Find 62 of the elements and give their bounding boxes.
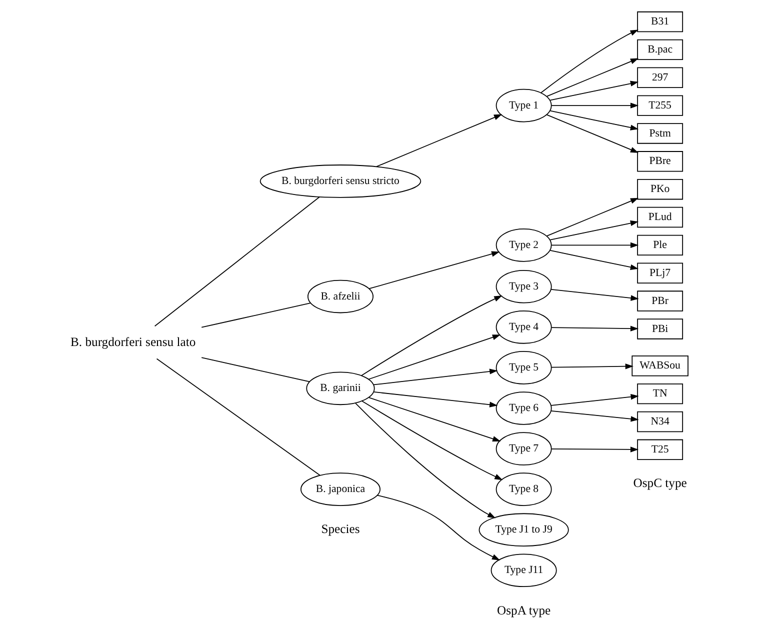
arrow	[546, 58, 639, 97]
node-text: B. burgdorferi sensu lato	[70, 334, 196, 349]
arrow	[551, 102, 639, 108]
connector	[201, 357, 310, 382]
node-box: TN	[637, 383, 684, 404]
arrow	[373, 368, 498, 386]
node-ellipse: Type 8	[496, 472, 552, 506]
arrow	[376, 114, 502, 168]
node-box: 297	[637, 67, 684, 88]
arrow	[550, 394, 639, 406]
node-box: Ple	[637, 234, 684, 256]
node-ellipse: Type 5	[496, 351, 552, 384]
connector	[201, 302, 311, 328]
node-ellipse: Type 3	[496, 270, 552, 304]
arrow	[361, 400, 503, 480]
arrow	[373, 392, 498, 408]
node-box: Pstm	[637, 123, 684, 144]
node-ellipse: Type 4	[496, 310, 552, 344]
node-box: PBi	[637, 318, 684, 340]
arrow	[551, 326, 639, 332]
arrow	[368, 397, 501, 442]
arrow	[550, 220, 639, 240]
arrow	[368, 251, 500, 290]
node-box: B31	[637, 11, 684, 32]
node-box: B.pac	[637, 39, 684, 60]
node-box: T25	[637, 439, 684, 460]
label: OspC type	[633, 476, 687, 490]
arrow	[550, 289, 639, 301]
node-ellipse: B. burgdorferi sensu stricto	[260, 164, 422, 198]
arrow	[550, 410, 639, 422]
arrow	[550, 250, 639, 270]
node-box: PBre	[637, 151, 684, 172]
connector	[154, 196, 320, 327]
arrow	[355, 402, 496, 518]
node-box: PBr	[637, 290, 684, 312]
node-ellipse: B. japonica	[300, 472, 380, 506]
node-ellipse: Type 2	[496, 228, 552, 262]
arrow	[551, 242, 639, 248]
node-box: T255	[637, 95, 684, 116]
node-ellipse: Type 7	[496, 432, 552, 466]
connector	[156, 358, 320, 476]
node-box: PLud	[637, 206, 684, 228]
arrow	[550, 80, 639, 101]
node-box: PLj7	[637, 262, 684, 284]
label: OspA type	[497, 603, 551, 618]
arrow	[551, 446, 639, 452]
node-box: PKo	[637, 178, 684, 200]
node-ellipse: B. garinii	[306, 372, 375, 406]
arrow	[546, 114, 639, 153]
arrow	[368, 334, 501, 380]
arrow	[540, 30, 638, 94]
node-box: WABSou	[632, 356, 688, 376]
arrow	[360, 295, 502, 376]
arrow	[550, 110, 639, 130]
label: Species	[321, 522, 360, 536]
arrow	[546, 198, 639, 236]
node-box: N34	[637, 411, 684, 432]
node-ellipse: Type 6	[496, 392, 552, 425]
node-ellipse: B. afzelii	[307, 280, 374, 314]
arrow	[551, 364, 634, 370]
arrow	[376, 494, 500, 560]
node-ellipse: Type 1	[496, 88, 552, 122]
